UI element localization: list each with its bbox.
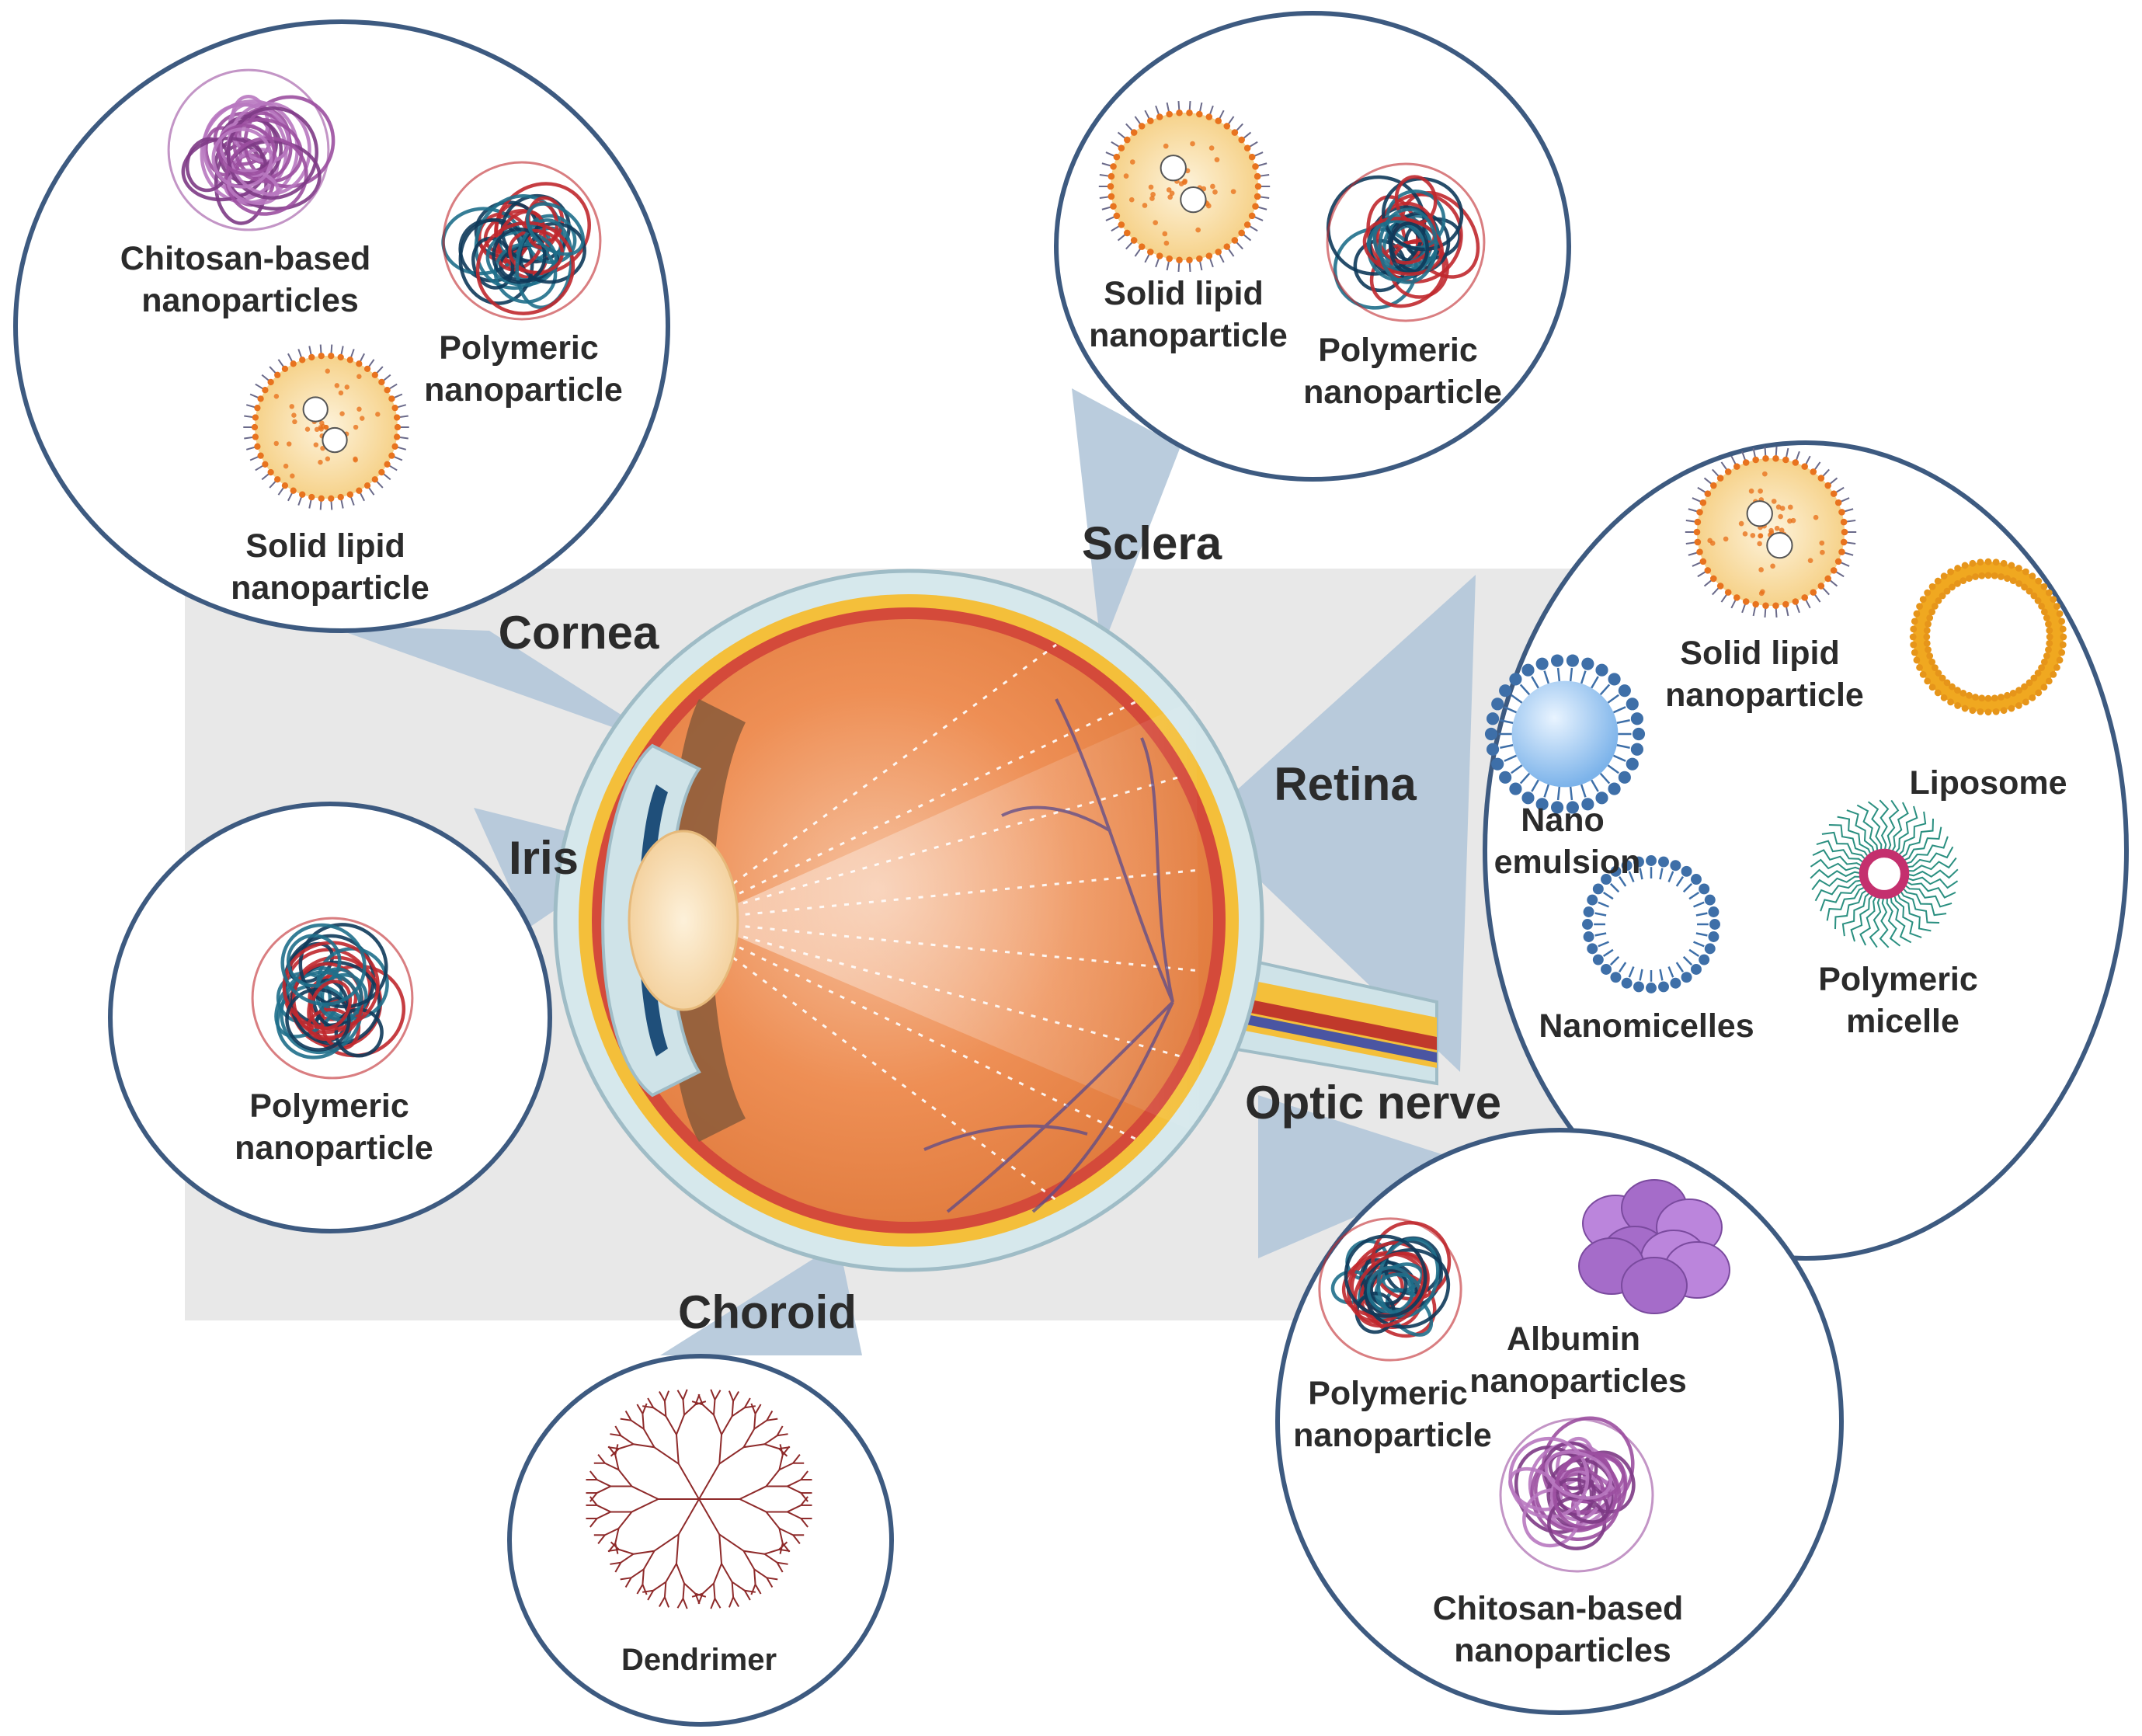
optic-nerve-bubble-labels: Polymeric nanoparticle Albumin nanoparti…	[1293, 1320, 1693, 1669]
cornea-solid-lipid-label: Solid lipid nanoparticle	[231, 527, 429, 607]
label-retina: Retina	[1274, 758, 1417, 810]
light-rays	[683, 643, 1201, 1202]
albumin-nanoparticle-icon	[1578, 1179, 1730, 1314]
iris-bubble-labels: Polymeric nanoparticle	[235, 1087, 433, 1167]
sclera-solid-lipid-label: Solid lipid nanoparticle	[1089, 275, 1288, 354]
sclera-bubble-labels: Solid lipid nanoparticle Polymeric nanop…	[1089, 275, 1502, 411]
label-iris: Iris	[509, 832, 579, 884]
bubble-choroid	[507, 1354, 894, 1727]
light-beam	[699, 699, 1200, 1134]
retina-solid-lipid-label: Solid lipid nanoparticle	[1665, 635, 1864, 714]
eye-cross-section	[553, 569, 1438, 1272]
region-labels: Cornea Sclera Iris Retina Optic nerve Ch…	[499, 517, 1501, 1338]
liposome-icon	[1909, 558, 2067, 716]
polymeric-nanoparticle-icon	[441, 161, 602, 321]
connector-cornea	[326, 625, 676, 750]
sclera-polymeric-label: Polymeric nanoparticle	[1303, 332, 1502, 411]
dendrimer-icon	[586, 1389, 812, 1609]
solid-lipid-nanoparticle-icon	[1685, 446, 1857, 618]
polymeric-nanoparticle-icon	[251, 917, 414, 1080]
label-choroid: Choroid	[678, 1286, 857, 1338]
bubble-cornea	[13, 19, 670, 633]
cornea-bubble-labels: Chitosan-based nanoparticles Polymeric n…	[120, 240, 623, 607]
cornea-chitosan-label: Chitosan-based nanoparticles	[120, 240, 381, 319]
connector-choroid	[660, 1243, 862, 1355]
solid-lipid-nanoparticle-icon	[243, 344, 409, 510]
chitosan-nanoparticle-icon	[1499, 1416, 1654, 1573]
retina-polymeric-micelle-label: Polymeric micelle	[1818, 961, 1987, 1040]
connector-sclera	[1072, 388, 1181, 651]
polymeric-micelle-icon	[1810, 799, 1959, 948]
nano-emulsion-icon	[1484, 654, 1646, 814]
label-sclera: Sclera	[1082, 517, 1222, 569]
retina-bubble-labels: Solid lipid nanoparticle Liposome Nano e…	[1494, 635, 2067, 1045]
nanomicelle-icon	[1582, 855, 1720, 993]
optic-albumin-label: Albumin nanoparticles	[1469, 1320, 1687, 1400]
label-optic-nerve: Optic nerve	[1245, 1077, 1501, 1129]
retina-nano-emulsion-label: Nano emulsion	[1494, 802, 1641, 881]
bubble-retina	[1483, 440, 2129, 1261]
polymeric-nanoparticle-icon	[1326, 162, 1486, 322]
choroid-bubble-labels: Dendrimer	[621, 1643, 777, 1677]
retina-liposome-label: Liposome	[1909, 764, 2067, 802]
optic-polymeric-label: Polymeric nanoparticle	[1293, 1375, 1492, 1454]
connector-retina	[1200, 575, 1476, 1072]
polymeric-nanoparticle-icon	[1318, 1217, 1462, 1362]
connector-optic-nerve	[1258, 1095, 1476, 1258]
solid-lipid-nanoparticle-icon	[1098, 100, 1271, 273]
retina-nanomicelles-label: Nanomicelles	[1539, 1007, 1754, 1045]
nanoparticle-icons	[167, 68, 2067, 1609]
label-cornea: Cornea	[499, 607, 659, 659]
optic-chitosan-label: Chitosan-based nanoparticles	[1433, 1590, 1693, 1669]
retinal-vessels	[923, 698, 1174, 1213]
iris-polymeric-label: Polymeric nanoparticle	[235, 1087, 433, 1167]
choroid-dendrimer-label: Dendrimer	[621, 1643, 777, 1677]
chitosan-nanoparticle-icon	[167, 68, 336, 231]
cornea-polymeric-label: Polymeric nanoparticle	[424, 329, 623, 409]
lens	[628, 830, 739, 1011]
